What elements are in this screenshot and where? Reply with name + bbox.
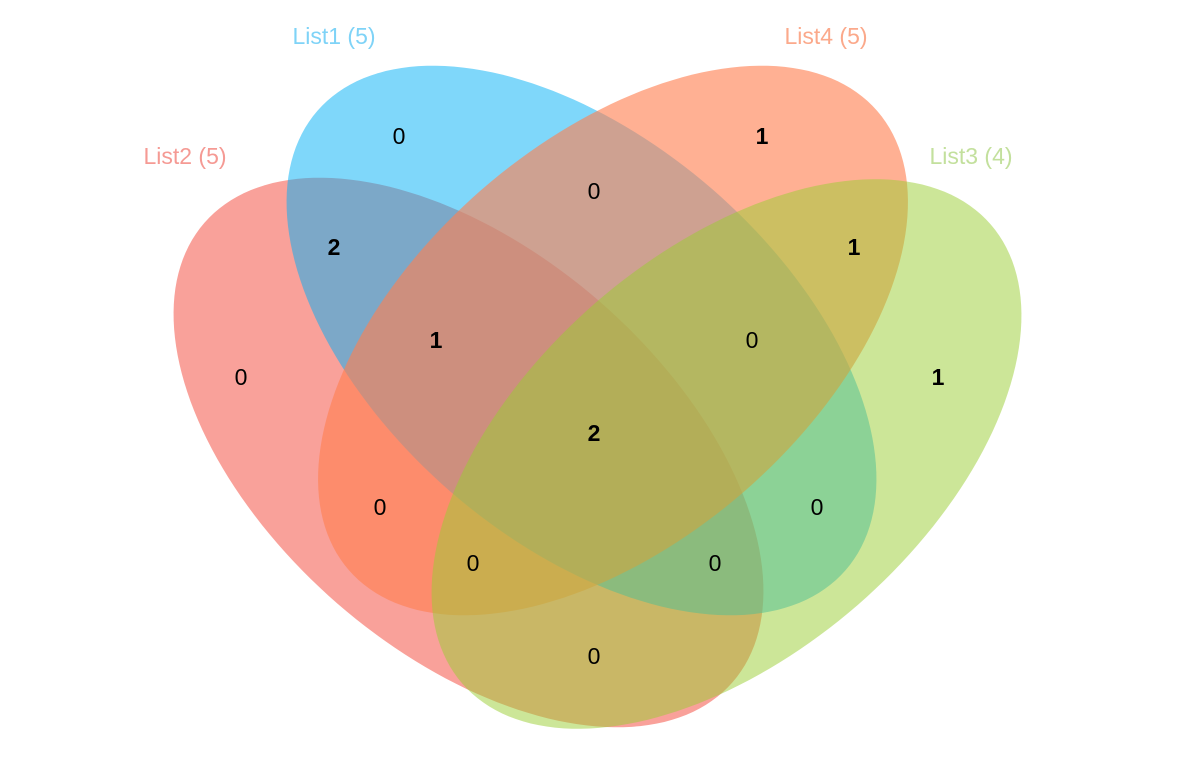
region-count-list1: 0 [393, 123, 406, 149]
set-label-list2: List2 (5) [143, 143, 226, 169]
region-count-list1-list2-list4: 1 [430, 327, 443, 353]
region-count-list3-list4: 1 [848, 234, 861, 260]
set-label-list3: List3 (4) [929, 143, 1012, 169]
region-count-list3: 1 [932, 364, 945, 390]
set-ellipse-list3 [431, 179, 1022, 729]
region-count-list2: 0 [235, 364, 248, 390]
region-count-list2-list3: 0 [588, 643, 601, 669]
region-count-list2-list4: 0 [374, 494, 387, 520]
region-count-list1-list2-list3: 0 [709, 550, 722, 576]
region-count-list2-list3-list4: 0 [467, 550, 480, 576]
set-label-list1: List1 (5) [292, 23, 375, 49]
region-count-list1-list3: 0 [811, 494, 824, 520]
set-label-list4: List4 (5) [784, 23, 867, 49]
region-count-list1-list4: 0 [588, 178, 601, 204]
region-count-list1-list2-list3-list4: 2 [588, 420, 601, 446]
region-count-list1-list2: 2 [328, 234, 341, 260]
region-count-list4: 1 [756, 123, 769, 149]
region-count-list1-list3-list4: 0 [746, 327, 759, 353]
